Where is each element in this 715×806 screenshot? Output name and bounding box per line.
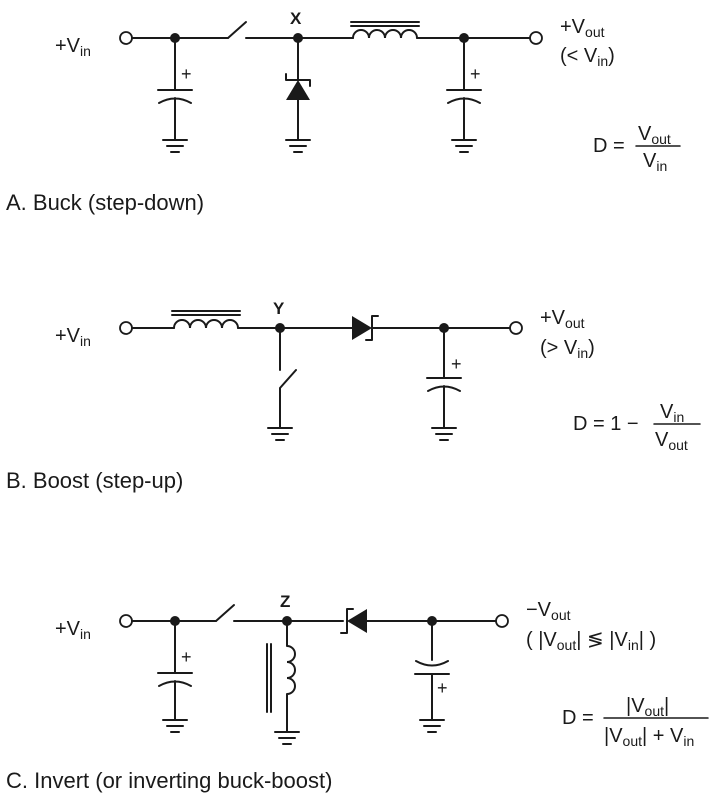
buck-inductor xyxy=(352,29,418,39)
boost-node-label: Y xyxy=(273,299,285,318)
invert-duty-cycle-equation: D = |Vout| |Vout| + Vin xyxy=(562,695,709,749)
svg-text:D =: D = xyxy=(593,135,625,157)
buck-output-terminal xyxy=(529,31,543,45)
buck-caption: A. Buck (step-down) xyxy=(6,190,204,215)
invert-output-terminal xyxy=(495,614,509,628)
buck-freewheel-diode xyxy=(285,33,311,153)
svg-text:+: + xyxy=(470,64,481,84)
svg-text:Vout: Vout xyxy=(638,123,671,147)
invert-diode xyxy=(340,608,367,634)
buck-node-label: X xyxy=(290,9,302,28)
invert-inductor xyxy=(266,616,300,745)
svg-text:D = 1 −: D = 1 − xyxy=(573,413,639,435)
svg-text:Vin: Vin xyxy=(660,401,684,425)
boost-output-capacitor xyxy=(426,323,462,441)
buck-duty-cycle-equation: D = Vout Vin xyxy=(593,123,681,174)
invert-output-condition: ( |Vout| ≶ |Vin| ) xyxy=(526,629,656,653)
boost-duty-cycle-equation: D = 1 − Vin Vout xyxy=(573,401,701,453)
boost-inductor xyxy=(173,319,239,329)
svg-text:Vout: Vout xyxy=(655,429,688,453)
boost-caption: B. Boost (step-up) xyxy=(6,468,183,493)
invert-input-capacitor xyxy=(157,616,193,733)
buck-input-terminal xyxy=(119,31,133,45)
buck-circuit: + + +Vin X +Vout (< Vin) D = Vout Vin A.… xyxy=(6,9,681,215)
buck-input-label: +Vin xyxy=(55,35,91,59)
invert-input-terminal xyxy=(119,614,133,628)
boost-circuit: + +Vin Y +Vout (> Vin) D = 1 − Vin Vout … xyxy=(6,299,701,493)
svg-text:D =: D = xyxy=(562,707,594,729)
invert-input-label: +Vin xyxy=(55,618,91,642)
invert-caption: C. Invert (or inverting buck-boost) xyxy=(6,768,332,793)
invert-node-label: Z xyxy=(280,592,290,611)
boost-output-label: +Vout xyxy=(540,307,585,331)
invert-output-capacitor xyxy=(414,616,450,733)
boost-output-terminal xyxy=(509,321,523,335)
invert-circuit: + + +Vin Z −Vout ( |Vout| ≶ |Vin| ) D = … xyxy=(6,592,709,793)
svg-text:+: + xyxy=(437,678,448,698)
boost-input-label: +Vin xyxy=(55,325,91,349)
svg-text:+: + xyxy=(181,647,192,667)
svg-text:|Vout|: |Vout| xyxy=(626,695,669,719)
buck-output-label: +Vout xyxy=(560,16,605,40)
boost-inductor-core xyxy=(171,310,241,316)
buck-output-condition: (< Vin) xyxy=(560,45,615,69)
buck-output-capacitor xyxy=(446,33,482,153)
svg-text:|Vout| + Vin: |Vout| + Vin xyxy=(604,725,694,749)
svg-text:+: + xyxy=(451,354,462,374)
svg-text:+: + xyxy=(181,64,192,84)
buck-input-capacitor xyxy=(157,33,193,153)
invert-inductor-core xyxy=(266,643,272,713)
boost-switch xyxy=(267,323,297,441)
boost-output-condition: (> Vin) xyxy=(540,337,595,361)
invert-output-label: −Vout xyxy=(526,599,571,623)
boost-input-terminal xyxy=(119,321,133,335)
buck-inductor-core xyxy=(350,21,420,27)
svg-text:Vin: Vin xyxy=(643,150,667,174)
